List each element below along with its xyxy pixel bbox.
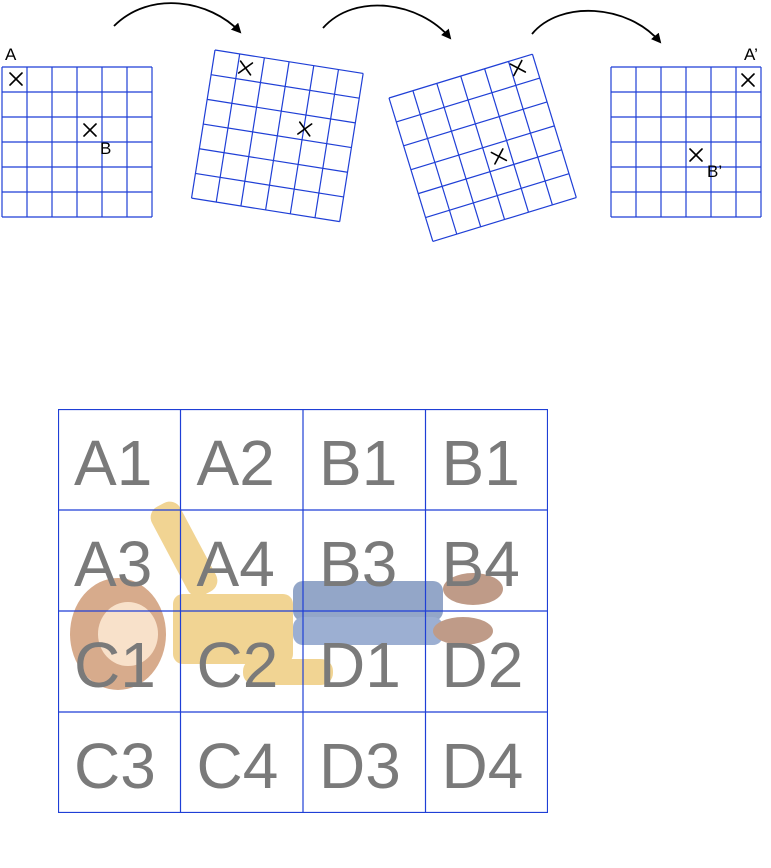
grid-column-line [460,75,506,220]
tile-label-d3: D3 [319,730,401,802]
rotation-arrow-2 [322,4,452,40]
tile-label-b1: B1 [319,427,397,499]
tile-label-a2: A2 [197,427,275,499]
tile-label-d1: D1 [319,629,401,701]
tile-label-d4: D4 [442,730,524,802]
grid-row-line [191,197,340,223]
tile-label-b1: B1 [442,427,520,499]
grid-column-line [314,69,340,218]
label-b-prime: B’ [707,162,722,181]
tile-label-c2: C2 [197,629,279,701]
rotation-diagram: A B A’ B’ [1,2,762,243]
grid-column-line [484,68,530,213]
grid-row-line [432,197,577,243]
tile-label-c4: C4 [197,730,279,802]
original-grid [1,66,153,218]
label-a: A [5,45,17,64]
rotation-arrow-1 [113,2,242,34]
rotated-grid-2-lines [388,53,577,243]
label-b: B [100,139,111,158]
tile-label-d2: D2 [442,629,524,701]
original-grid-lines [1,66,153,218]
label-a-prime: A’ [744,45,758,64]
rotated-grid-2 [388,53,577,243]
grid-row-line [418,149,562,195]
grid-column-line [507,61,553,206]
final-grid [610,66,762,218]
tile-label-c3: C3 [74,730,156,802]
final-grid-lines [610,66,762,218]
tile-label-b4: B4 [442,528,520,600]
grid-column-line [388,97,434,242]
tile-label-a3: A3 [74,528,152,600]
tile-label-c1: C1 [74,629,156,701]
tile-grid-lines [58,409,548,813]
rotated-grid-1 [190,49,364,223]
grid-column-line [531,53,577,198]
grid-column-line [339,73,364,222]
tile-label-a1: A1 [74,427,152,499]
tile-label-a4: A4 [197,528,275,600]
grid-row-line [425,173,570,219]
rotated-grid-1-lines [190,49,364,223]
rotation-arrow-3 [531,9,662,44]
tile-label-b3: B3 [319,528,397,600]
